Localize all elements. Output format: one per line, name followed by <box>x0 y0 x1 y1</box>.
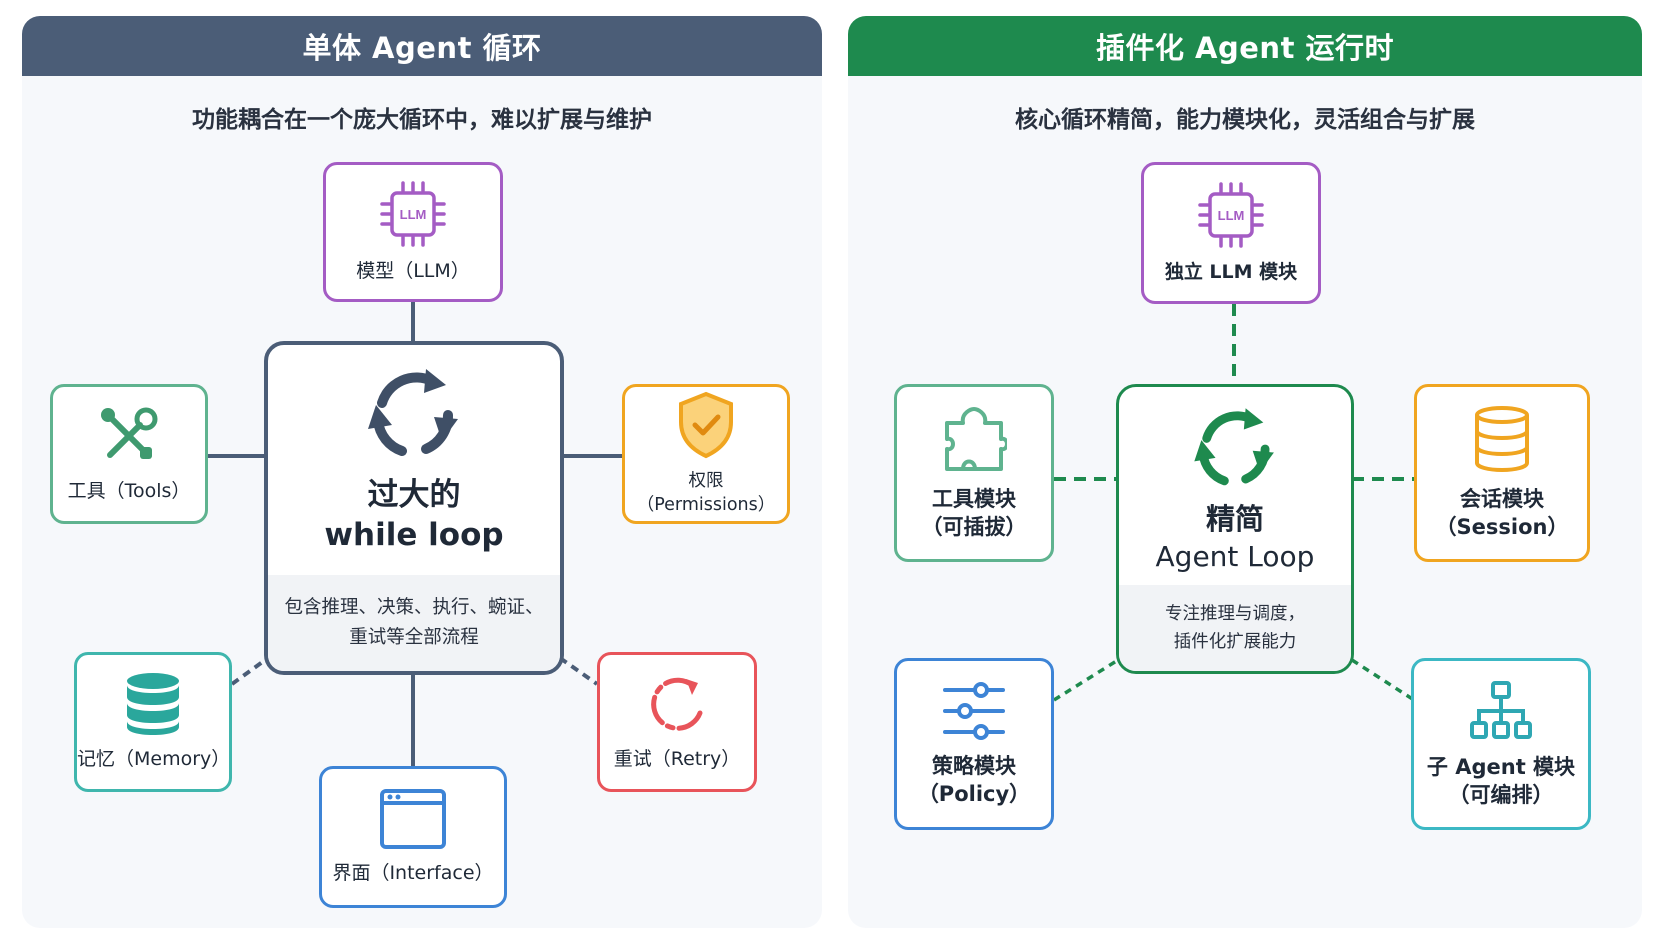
right-center-title-1: 精简 <box>1205 502 1264 536</box>
left-retry-label: 重试（Retry） <box>613 748 741 771</box>
right-agent-loop-box: 精简 Agent Loop 专注推理与调度， 插件化扩展能力 <box>1116 384 1354 674</box>
right-center-title-2: Agent Loop <box>1155 539 1315 573</box>
right-policy-label: 策略模块 （Policy） <box>917 753 1031 806</box>
retry-refresh-icon <box>651 677 703 731</box>
left-link-memory <box>230 656 270 686</box>
left-center-title-1: 过大的 <box>367 477 461 513</box>
tools-wrench-icon <box>101 407 158 460</box>
right-policy-node: 策略模块 （Policy） <box>894 658 1054 830</box>
window-icon <box>380 789 446 850</box>
right-panel-header: 插件化 Agent 运行时 <box>848 16 1642 76</box>
left-interface-label: 界面（Interface） <box>332 862 494 885</box>
session-database-icon <box>1475 405 1529 472</box>
left-memory-label: 记忆（Memory） <box>77 748 231 771</box>
left-llm-node: LLM 模型（LLM） <box>323 162 503 302</box>
right-center-description: 专注推理与调度， 插件化扩展能力 <box>1165 604 1305 652</box>
right-llm-label: 独立 LLM 模块 <box>1164 261 1298 284</box>
llm-chip-text: LLM <box>1218 208 1245 223</box>
shield-check-icon <box>679 392 733 459</box>
right-link-policy <box>1053 658 1119 702</box>
left-panel-header: 单体 Agent 循环 <box>22 16 822 76</box>
left-permissions-node: 权限（Permissions） <box>622 384 790 524</box>
right-subagent-label: 子 Agent 模块 （可编排） <box>1426 754 1576 807</box>
llm-chip-text: LLM <box>400 207 427 222</box>
loop-cycle-icon <box>368 369 458 456</box>
right-link-subagent <box>1351 658 1415 702</box>
hierarchy-org-chart-icon <box>1470 680 1532 739</box>
left-center-title-2: while loop <box>324 517 504 554</box>
llm-chip-icon: LLM <box>1198 182 1264 248</box>
left-tools-node: 工具（Tools） <box>50 384 208 524</box>
puzzle-piece-icon <box>945 406 1007 471</box>
left-permissions-label: 权限（Permissions） <box>636 471 776 515</box>
left-tools-label: 工具（Tools） <box>67 480 191 503</box>
left-panel-subtitle: 功能耦合在一个庞大循环中，难以扩展与维护 <box>192 107 652 133</box>
sliders-icon <box>943 681 1005 740</box>
right-session-node: 会话模块 （Session） <box>1414 384 1590 562</box>
right-tools-label: 工具模块 （可插拔） <box>921 486 1027 539</box>
left-link-retry <box>558 656 599 686</box>
left-memory-node: 记忆（Memory） <box>74 652 232 792</box>
left-interface-node: 界面（Interface） <box>319 766 507 908</box>
right-tools-node: 工具模块 （可插拔） <box>894 384 1054 562</box>
left-llm-label: 模型（LLM） <box>356 260 470 283</box>
left-center-description: 包含推理、决策、执行、蜿证、 重试等全部流程 <box>284 597 544 648</box>
green-loop-cycle-icon <box>1194 408 1274 486</box>
right-subagent-node: 子 Agent 模块 （可编排） <box>1411 658 1591 830</box>
llm-chip-icon: LLM <box>380 181 446 247</box>
right-llm-node: LLM 独立 LLM 模块 <box>1141 162 1321 304</box>
left-retry-node: 重试（Retry） <box>597 652 757 792</box>
left-while-loop-box: 过大的 while loop 包含推理、决策、执行、蜿证、 重试等全部流程 <box>264 341 564 675</box>
right-session-label: 会话模块 （Session） <box>1435 486 1569 539</box>
right-panel-subtitle: 核心循环精简，能力模块化，灵活组合与扩展 <box>1015 107 1475 133</box>
database-icon <box>127 673 179 736</box>
